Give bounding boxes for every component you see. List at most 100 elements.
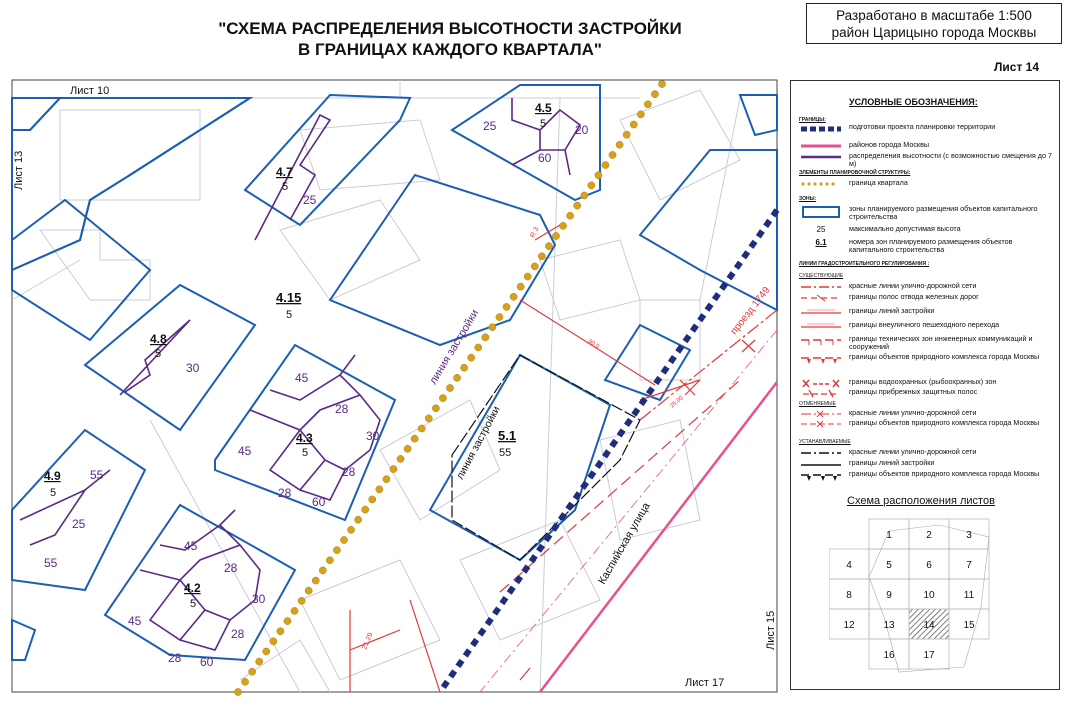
legend-title: УСЛОВНЫЕ ОБОЗНАЧЕНИЯ: — [849, 97, 978, 107]
kvartal-dot — [347, 526, 355, 534]
red-tech-zone-symbol — [801, 339, 841, 345]
project-border-dash — [719, 281, 729, 291]
project-border-dash — [631, 407, 641, 417]
block-id: 4.7 — [276, 165, 293, 179]
legend-text: границы технических зон инженерных комму… — [849, 334, 1033, 351]
kvartal-dot — [509, 292, 518, 301]
block-id: 4.9 — [44, 469, 61, 483]
project-border-dash — [645, 386, 655, 396]
project-border-dash — [558, 512, 568, 522]
project-border-dash — [492, 606, 502, 616]
kvartal-dot — [241, 678, 249, 686]
block-id: 4.5 — [535, 101, 552, 115]
kvartal-dot — [495, 313, 504, 321]
sheet-cell-label: 9 — [886, 590, 892, 601]
legend-text: границы объектов природного комплекса го… — [849, 418, 1040, 427]
kvartal-dot — [446, 384, 454, 392]
project-border-dash — [770, 208, 780, 218]
cancelled-red-symbol — [801, 410, 841, 418]
sheet-cell-label: 3 — [966, 530, 972, 541]
kvartal-dot — [481, 333, 490, 342]
kvartal-dot — [594, 171, 603, 180]
sheet-cell-label: 4 — [846, 560, 852, 571]
background-buildings — [11, 80, 741, 693]
map-title: "СХЕМА РАСПРЕДЕЛЕНИЯ ВЫСОТНОСТИ ЗАСТРОЙК… — [200, 18, 700, 60]
legend-item: зоны планируемого размещения объектов ка… — [791, 205, 1059, 221]
legend-text: границы полос отвода железных дорог — [849, 292, 979, 301]
kvartal-dot — [573, 201, 582, 210]
legend-section-lines: ЛИНИИ ГРАДОСТРОИТЕЛЬНОГО РЕГУЛИРОВАНИЯ : — [799, 261, 930, 267]
block-labels: 4.5 5 4.7 5 4.15 5 4.8 5 4.3 5 4.9 5 4.2… — [44, 101, 552, 610]
block-id: 4.3 — [296, 431, 313, 445]
blue-zone-symbol — [802, 206, 840, 218]
legend-item: 25 максимально допустимая высота — [791, 225, 1059, 239]
legend-height-sample: 25 — [816, 225, 826, 234]
project-border-dash — [763, 218, 773, 228]
sheet-cell-label: 8 — [846, 590, 852, 601]
height-lines — [19, 98, 582, 651]
pink-line-symbol — [801, 144, 841, 148]
purple-line-symbol — [801, 155, 841, 159]
cancelled-nature-symbol — [801, 420, 841, 428]
kvartal-dot — [516, 282, 525, 291]
legend-item: красные линии улично-дорожной сети — [791, 448, 1059, 462]
kvartal-dot — [276, 627, 285, 636]
height-value: 28 — [342, 465, 356, 479]
project-border-dash — [623, 417, 633, 428]
legend-item: границы объектов природного комплекса го… — [791, 353, 1059, 367]
legend-text: районов города Москвы — [849, 140, 930, 149]
kvartal-dot — [467, 353, 476, 362]
height-value: 28 — [278, 486, 292, 500]
legend-text: красные линии улично-дорожной сети — [849, 408, 977, 417]
project-border-dash — [653, 375, 663, 386]
red-building-line-symbol — [801, 309, 841, 314]
kvartal-dot — [368, 495, 377, 504]
legend-item: 6.1 номера зон планируемого размещения о… — [791, 238, 1059, 254]
sheet-label-right: Лист 15 — [765, 611, 777, 650]
kvartal-dot — [488, 323, 497, 332]
kvartal-dot — [530, 262, 539, 271]
legend-text: границы линий застройки — [849, 458, 935, 467]
building-line-5-1 — [451, 354, 641, 561]
legend-section-borders: ГРАНИЦЫ: — [799, 117, 826, 123]
project-border-dash — [521, 564, 531, 574]
project-border-dash — [733, 260, 743, 270]
kvartal-dot — [566, 211, 574, 220]
sheet-scheme-title: Схема расположения листов — [847, 495, 995, 507]
kvartal-dot — [403, 444, 412, 453]
kvartal-dot — [283, 617, 292, 625]
kvartal-dot — [651, 90, 659, 98]
kvartal-dot — [318, 566, 327, 575]
kvartal-dot — [354, 515, 362, 524]
project-border-dash — [682, 334, 692, 344]
block-code: 5 — [286, 309, 292, 321]
sheet-cell-label: 5 — [886, 560, 892, 571]
navy-dash-symbol — [801, 126, 841, 132]
project-border-dash — [448, 669, 458, 679]
project-border-dash — [477, 627, 487, 637]
red-nature-symbol — [801, 357, 841, 364]
project-border-dash — [536, 543, 546, 553]
height-value: 45 — [184, 539, 198, 553]
kvartal-dot — [658, 80, 666, 88]
kvartal-dot — [290, 607, 299, 615]
sheet-cell-label: 11 — [964, 590, 975, 601]
legend-text: границы прибрежных защитных полос — [849, 387, 978, 396]
sheet-cell-label: 6 — [926, 560, 932, 571]
kvartal-dot — [234, 688, 242, 696]
project-border-dash — [755, 229, 765, 239]
block-id: 5.1 — [498, 428, 516, 443]
kvartal-dot — [580, 191, 589, 200]
kvartal-dot — [559, 222, 567, 230]
stamp-line1: Разработано в масштабе 1:500 — [836, 8, 1032, 23]
kvartal-dot — [608, 151, 617, 159]
legend-item: подготовки проекта планировки территории — [791, 123, 1059, 137]
kvartal-dot — [474, 343, 483, 352]
legend-text: границы внеуличного пешеходного перехода — [849, 320, 1000, 329]
sheet-cell-label: 13 — [883, 620, 895, 631]
project-border-dash — [609, 438, 619, 449]
block-code: 55 — [499, 447, 511, 459]
legend-zone-number-sample: 6.1 — [815, 238, 827, 247]
legend-item: границы линий застройки — [791, 459, 1059, 473]
